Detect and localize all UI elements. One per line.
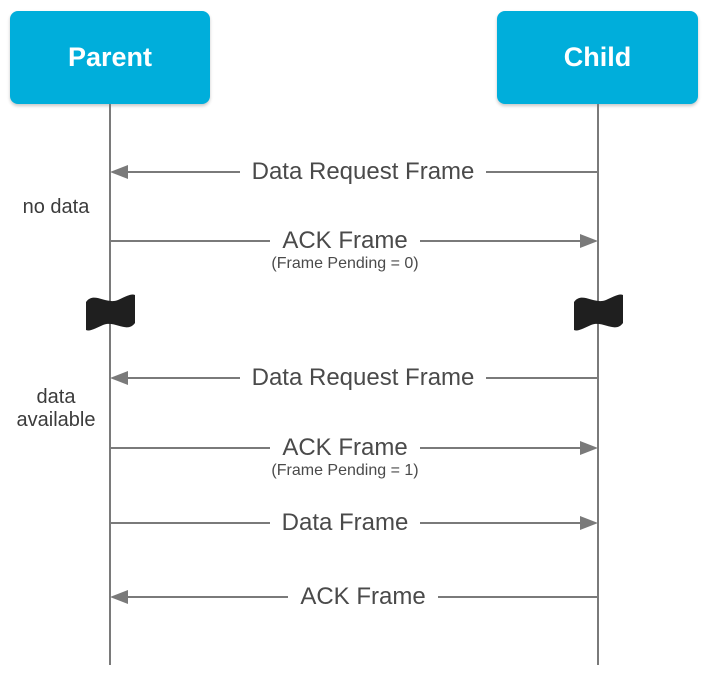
actor-parent-label: Parent [67,42,153,72]
arrowhead-right-icon [580,516,599,530]
message-label-text: ACK Frame [282,434,408,461]
actor-parent: Parent [10,11,210,104]
message-line [419,240,581,242]
message-label: Data Frame [281,509,409,536]
time-break-flag-icon [574,291,623,333]
message-ack-pending-1: ACK Frame (Frame Pending = 1) [110,434,599,479]
message-line [486,171,599,173]
message-data-frame: Data Frame [110,509,599,537]
message-line [110,522,270,524]
actor-child: Child [497,11,698,104]
message-line [128,377,240,379]
note-no-data: no data [22,196,90,218]
message-label: Data Request Frame [251,364,475,391]
message-label-text: ACK Frame [282,227,408,254]
message-data-request-1: Data Request Frame [110,158,599,186]
child-lifeline [597,104,599,665]
message-line [419,447,581,449]
time-break-flag-icon [86,291,135,333]
message-line [437,596,599,598]
message-line [128,171,240,173]
message-data-request-2: Data Request Frame [110,364,599,392]
message-label: ACK Frame (Frame Pending = 1) [270,434,419,479]
message-line [110,240,271,242]
actor-child-label: Child [563,42,632,72]
message-ack-pending-0: ACK Frame (Frame Pending = 0) [110,227,599,272]
message-sublabel: (Frame Pending = 1) [271,462,419,479]
message-label: Data Request Frame [251,158,475,185]
message-line [110,447,271,449]
arrowhead-left-icon [110,371,128,385]
message-label: ACK Frame [300,583,426,610]
message-sublabel: (Frame Pending = 0) [271,255,419,272]
message-ack-final: ACK Frame [110,583,599,611]
note-data-available: data available [16,386,96,431]
arrowhead-left-icon [110,165,128,179]
message-label: ACK Frame (Frame Pending = 0) [270,227,419,272]
arrowhead-right-icon [580,441,599,455]
message-line [420,522,581,524]
message-line [486,377,599,379]
arrowhead-right-icon [580,234,599,248]
arrowhead-left-icon [110,590,128,604]
message-line [128,596,289,598]
